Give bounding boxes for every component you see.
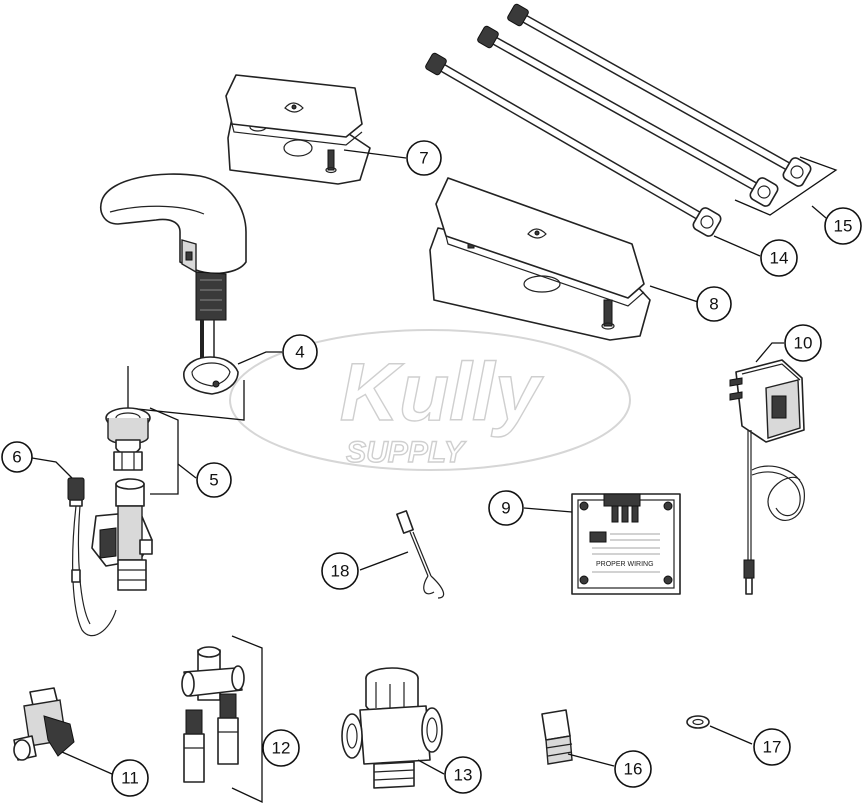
callout-16[interactable]: 16 <box>614 750 652 788</box>
callout-14[interactable]: 14 <box>760 239 798 277</box>
watermark-ellipse <box>229 329 631 471</box>
callout-10[interactable]: 10 <box>784 324 822 362</box>
callout-18-label: 18 <box>331 562 350 581</box>
callout-7-label: 7 <box>419 149 428 168</box>
callout-7[interactable]: 7 <box>406 140 442 176</box>
callout-18[interactable]: 18 <box>321 552 359 590</box>
bracket-lines <box>127 366 245 495</box>
callout-8[interactable]: 8 <box>696 286 732 322</box>
callout-13-label: 13 <box>454 766 473 785</box>
callout-11-label: 11 <box>121 769 139 788</box>
part-14-15-supply-hoses <box>425 3 838 237</box>
callout-16-label: 16 <box>624 760 643 779</box>
part-8-deck-plate-large <box>429 177 651 341</box>
part-16-adapter-fitting <box>541 709 573 765</box>
leader-lines <box>31 149 827 775</box>
callout-12[interactable]: 12 <box>262 729 300 767</box>
callout-17[interactable]: 17 <box>753 728 791 766</box>
part-6-solenoid-valve <box>67 477 153 637</box>
callout-10-label: 10 <box>794 334 813 353</box>
control-box-label: PROPER WIRING <box>596 561 654 568</box>
callout-5[interactable]: 5 <box>196 462 232 498</box>
watermark-brand: Kully <box>340 347 545 438</box>
watermark: Kully SUPPLY <box>229 329 631 471</box>
part-9-control-box: PROPER WIRING <box>571 493 681 595</box>
callout-11[interactable]: 11 <box>111 759 149 797</box>
callout-9[interactable]: 9 <box>488 490 524 526</box>
faucet-spout <box>100 173 247 360</box>
part-18-sensor-lead <box>396 510 445 599</box>
callout-4[interactable]: 4 <box>282 334 318 370</box>
callout-13[interactable]: 13 <box>444 756 482 794</box>
part-7-deck-plate-small <box>225 74 371 185</box>
callout-6-label: 6 <box>12 448 21 467</box>
part-17-washer <box>686 715 710 729</box>
callout-6[interactable]: 6 <box>1 441 33 473</box>
callout-4-label: 4 <box>295 343 304 362</box>
callout-9-label: 9 <box>501 499 510 518</box>
part-10-power-adapter <box>729 359 805 595</box>
callout-15-label: 15 <box>834 217 853 236</box>
part-4-gasket <box>183 356 239 395</box>
part-12-tee-fittings <box>181 635 263 804</box>
callout-14-label: 14 <box>770 249 789 268</box>
callout-5-label: 5 <box>209 471 218 490</box>
watermark-sub: SUPPLY <box>346 436 467 469</box>
callout-15[interactable]: 15 <box>824 207 862 245</box>
part-11-stop-valve <box>13 687 75 761</box>
callout-8-label: 8 <box>709 295 718 314</box>
part-13-mixing-valve <box>341 667 443 789</box>
callout-17-label: 17 <box>763 738 782 757</box>
part-5-mounting-hardware <box>105 407 151 471</box>
callout-12-label: 12 <box>272 739 291 758</box>
